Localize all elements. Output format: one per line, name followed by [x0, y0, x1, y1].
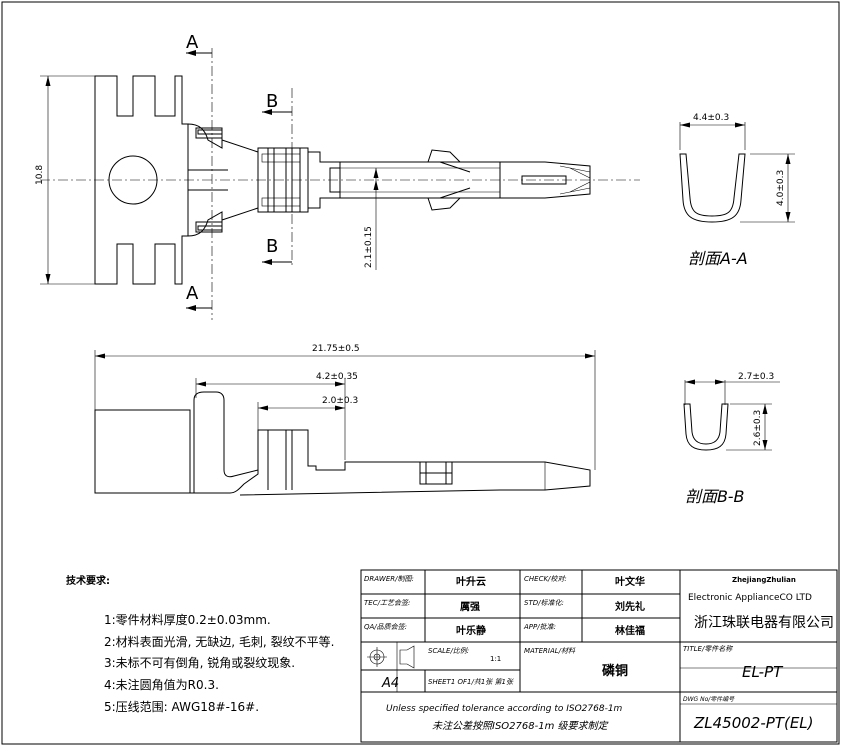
section-aa-height: 4.0±0.3 [776, 170, 786, 206]
sheet-label: SHEET1 OF1/共1张 第1张 [428, 678, 514, 686]
drawer-label: DRAWER/制图: [364, 575, 414, 583]
material-value: 磷铜 [602, 663, 628, 679]
app-label: APP/批准: [523, 623, 556, 631]
note-1: 1:零件材料厚度0.2±0.03mm. [104, 612, 271, 627]
app-value: 林佳福 [615, 624, 645, 637]
projection-symbol-icon [367, 645, 415, 669]
company-en-1: ZhejiangZhulian [732, 576, 796, 584]
section-bb-height: 2.6±0.3 [753, 410, 763, 446]
section-b-label-top: B [266, 91, 278, 112]
dim-height: 10.8 [35, 165, 45, 185]
section-aa-width: 4.4±0.3 [693, 113, 729, 123]
tec-value: 厲强 [460, 601, 480, 613]
note-5: 5:压线范围: AWG18#-16#. [104, 700, 259, 714]
contact-body [339, 161, 501, 199]
scale-value: 1:1 [490, 655, 501, 663]
top-view: A A B B 10.8 [35, 32, 640, 320]
dim-4-2: 4.2±0.35 [316, 372, 358, 382]
tolerance-en: Unless specified tolerance according to … [386, 704, 623, 714]
section-a-label-bottom: A [186, 283, 199, 304]
dim-offset: 2.1±0.15 [364, 226, 374, 268]
paper-size: A4 [381, 676, 399, 691]
dwg-value: ZL45002-PT(EL) [693, 714, 814, 732]
pilot-hole [108, 155, 158, 205]
title-label: TITLE/零件名称 [683, 645, 733, 653]
insulation-wing-side [193, 391, 259, 493]
contact-tip [500, 161, 591, 199]
technical-notes: 技术要求: 1:零件材料厚度0.2±0.03mm. 2:材料表面光滑, 无缺边,… [66, 574, 334, 714]
side-view: 21.75±0.5 4.2±0.35 2.0±0.3 [94, 344, 596, 496]
carrier-side [94, 409, 191, 494]
dwg-label: DWG No/零件编号 [683, 695, 735, 703]
drawer-value: 叶升云 [456, 575, 486, 588]
section-bb-profile [683, 403, 729, 451]
qa-label: QA/品质会签: [364, 623, 407, 631]
material-label: MATERIAL/材料 [524, 647, 576, 655]
section-bb-caption: 剖面B-B [685, 487, 744, 506]
notes-title: 技术要求: [66, 574, 110, 587]
scale-label: SCALE/比例: [428, 647, 469, 655]
section-bb-width: 2.7±0.3 [738, 372, 774, 382]
tolerance-cn: 未注公差按照ISO2768-1m 级要求制定 [432, 720, 610, 732]
section-aa-caption: 剖面A-A [688, 249, 748, 268]
note-2: 2:材料表面光滑, 无缺边, 毛刺, 裂纹不平等. [104, 634, 334, 649]
company-cn: 浙江珠联电器有限公司 [694, 615, 834, 631]
title-value: EL-PT [742, 663, 784, 681]
qa-value: 叶乐静 [456, 624, 486, 637]
check-value: 叶文华 [615, 575, 645, 588]
section-b-label-bottom: B [266, 236, 278, 257]
tec-label: TEC/工艺会签: [364, 599, 410, 607]
title-block: DRAWER/制图: 叶升云 CHECK/校对: 叶文华 TEC/工艺会签: 厲… [360, 569, 838, 743]
section-aa-view: 4.4±0.3 4.0±0.3 剖面A-A [679, 113, 795, 268]
conductor-crimp [257, 147, 309, 213]
note-3: 3:未标不可有倒角, 锐角或裂纹现象. [104, 656, 295, 670]
check-label: CHECK/校对: [524, 575, 567, 583]
company-en-2: Electronic ApplianceCO LTD [688, 593, 812, 603]
section-bb-view: 2.7±0.3 2.6±0.3 剖面B-B [683, 372, 780, 506]
dim-length: 21.75±0.5 [312, 344, 360, 354]
wing-top [195, 127, 223, 139]
section-aa-profile [679, 153, 746, 223]
std-label: STD/标准化: [524, 599, 564, 607]
dim-2-0: 2.0±0.3 [322, 396, 358, 406]
std-value: 刘先礼 [615, 600, 645, 613]
note-4: 4:未注圆角值为R0.3. [104, 677, 219, 692]
wing-bottom [195, 221, 223, 233]
section-a-label-top: A [186, 32, 199, 53]
